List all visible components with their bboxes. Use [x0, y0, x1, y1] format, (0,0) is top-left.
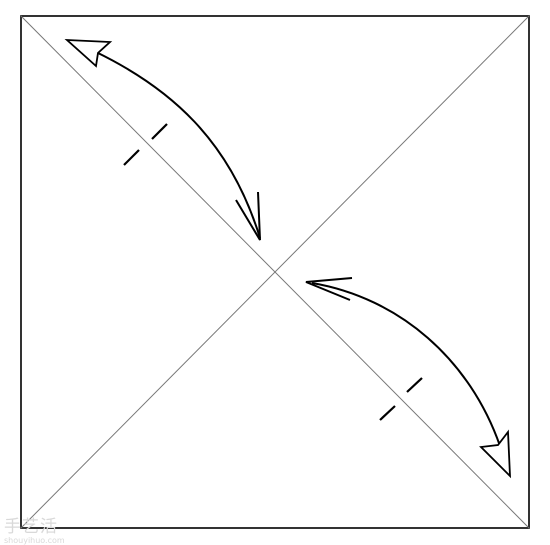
- fold-arrow-upper-tip-icon: [235, 191, 261, 241]
- tick-mark-upper-1: [151, 123, 168, 140]
- tick-mark-upper-2: [123, 149, 140, 166]
- diagonal-crease-anti: [20, 15, 530, 529]
- fold-arrow-upper-head-icon: [64, 38, 113, 68]
- paper-square: [20, 15, 530, 529]
- tick-mark-lower-1: [406, 377, 423, 393]
- fold-arrow-lower-tip-icon: [305, 277, 353, 301]
- watermark-logo: 手艺活 shouyihuo.com: [4, 517, 65, 545]
- tick-mark-lower-2: [379, 405, 396, 421]
- fold-arrow-upper-curve: [95, 51, 261, 239]
- fold-arrow-lower-head-icon: [479, 429, 512, 479]
- watermark-text-cn: 手艺活: [4, 517, 58, 537]
- watermark-text-url: shouyihuo.com: [4, 536, 65, 545]
- fold-arrow-lower-curve: [311, 282, 501, 447]
